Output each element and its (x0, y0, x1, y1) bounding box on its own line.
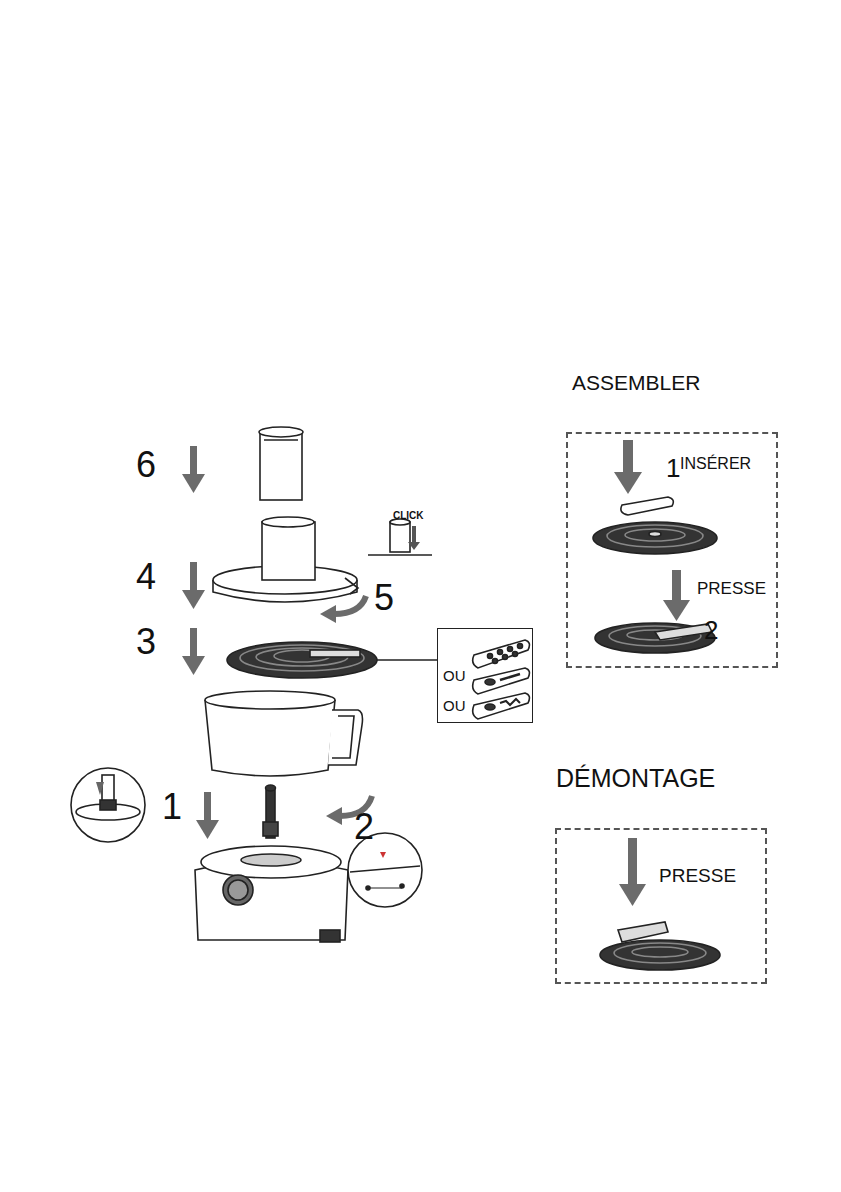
instruction-text: OU (443, 668, 466, 683)
callout-number: 4 (136, 559, 156, 595)
instruction-text: OU (443, 698, 466, 713)
instruction-panel: DÉMONTAGE PRESSE (550, 760, 775, 988)
instruction-text: CLICK (393, 511, 424, 521)
instruction-text: INSÉRER (680, 456, 751, 472)
instruction-panel: ASSEMBLER 1INSÉRER PRESSE 2 (556, 362, 781, 672)
instruction-text: PRESSE (659, 866, 736, 885)
instruction-text: DÉMONTAGE (556, 766, 715, 791)
instruction-text: 2 (704, 617, 718, 643)
callout-circle: CLICK (363, 503, 439, 579)
panel-border (555, 828, 767, 984)
callout-number: 3 (136, 624, 156, 660)
callout-number: 6 (136, 447, 156, 483)
callout-number: 5 (374, 580, 394, 616)
instruction-text: PRESSE (697, 580, 766, 597)
callout-number: 1 (162, 789, 182, 825)
instruction-panel: OU OU (437, 628, 533, 723)
instruction-text: ASSEMBLER (572, 372, 700, 393)
instruction-text: 1 (666, 455, 680, 481)
callout-number: 2 (354, 809, 374, 845)
